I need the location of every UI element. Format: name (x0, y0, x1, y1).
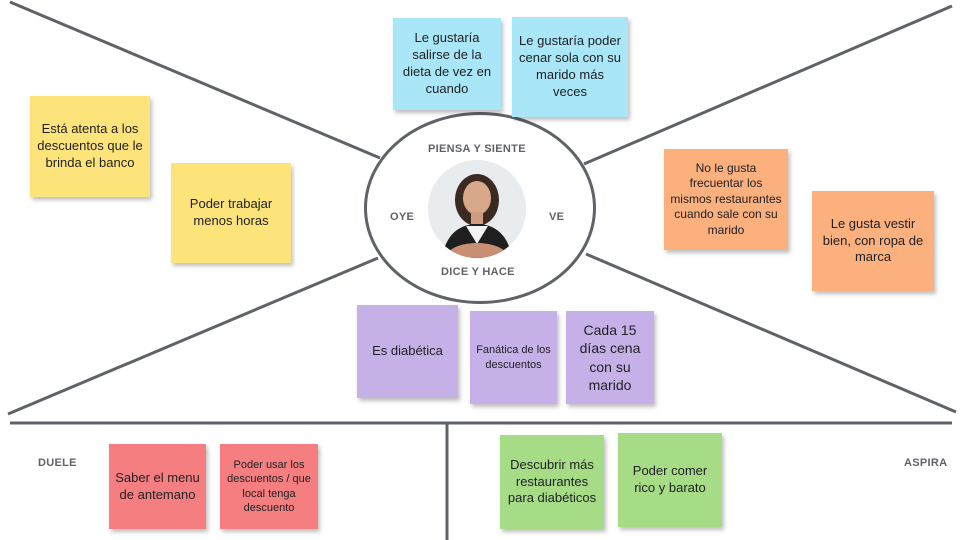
note-aspira-1[interactable]: Descubrir más restaurantes para diabétic… (500, 435, 604, 529)
note-piensa-2[interactable]: Le gustaría poder cenar sola con su mari… (512, 17, 628, 117)
note-dice-3[interactable]: Cada 15 días cena con su marido (566, 311, 654, 404)
note-dice-1[interactable]: Es diabética (357, 305, 458, 398)
note-piensa-1[interactable]: Le gustaría salirse de la dieta de vez e… (393, 18, 501, 110)
woman-portrait-icon (428, 160, 526, 258)
label-oye: OYE (390, 211, 415, 223)
diagonal-top-left (9, 0, 381, 160)
diagonal-bottom-right (585, 252, 957, 414)
label-aspira: ASPIRA (904, 457, 948, 469)
label-piensa-siente: PIENSA Y SIENTE (428, 143, 526, 155)
note-dice-2[interactable]: Fanática de los descuentos (470, 311, 557, 404)
label-ve: VE (549, 211, 565, 223)
diagonal-top-right (583, 4, 953, 166)
note-duele-2[interactable]: Poder usar los descuentos / que local te… (220, 444, 318, 529)
persona-avatar (428, 160, 526, 258)
note-oye-1[interactable]: Está atenta a los descuentos que le brin… (30, 96, 150, 197)
label-dice-hace: DICE Y HACE (441, 266, 515, 278)
label-duele: DUELE (38, 457, 77, 469)
note-oye-2[interactable]: Poder trabajar menos horas (171, 163, 291, 263)
note-aspira-2[interactable]: Poder comer rico y barato (618, 433, 722, 527)
note-ve-2[interactable]: Le gusta vestir bien, con ropa de marca (812, 191, 934, 291)
note-ve-1[interactable]: No le gusta frecuentar los mismos restau… (664, 149, 788, 250)
diagonal-bottom-left (7, 256, 379, 416)
center-circle (364, 112, 596, 304)
note-duele-1[interactable]: Saber el menu de antemano (109, 444, 206, 529)
